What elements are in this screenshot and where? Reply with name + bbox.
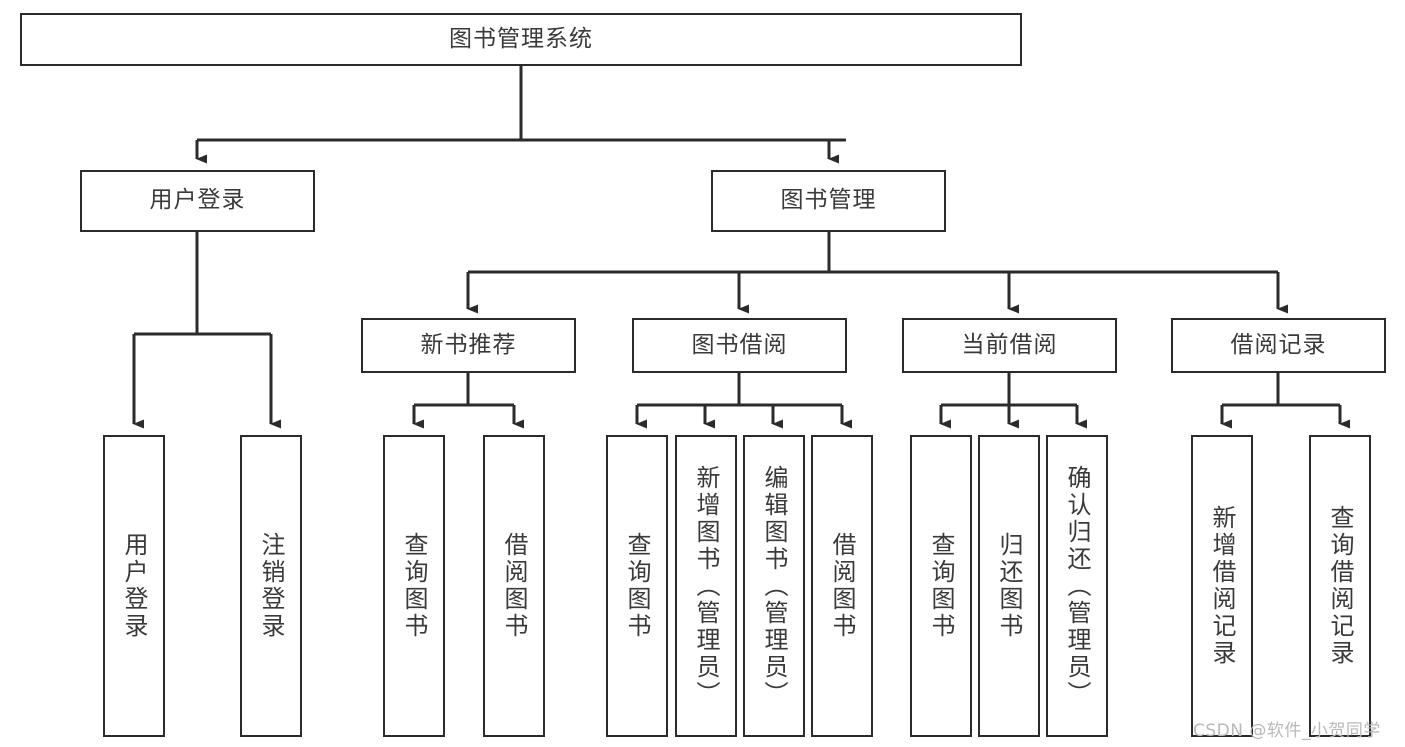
node-label: 新书推荐 (420, 331, 517, 358)
node-label: 图书管理 (780, 187, 877, 214)
edges-newbook-to-leaves (412, 373, 524, 429)
node-label: 用户登录 (149, 187, 246, 214)
node-label: 查询借阅记录 (1326, 505, 1354, 667)
node-book-manage[interactable]: 图书管理 (711, 170, 946, 232)
edges-bookmanage-to-level3 (466, 232, 1288, 314)
node-user-login[interactable]: 用户登录 (80, 170, 315, 232)
node-label: 当前借阅 (961, 331, 1058, 358)
leaf-borrow-book-2[interactable]: 借阅图书 (811, 435, 873, 737)
node-label: 用户登录 (120, 532, 148, 640)
leaf-query-book-2[interactable]: 查询图书 (606, 435, 668, 737)
leaf-logout-login[interactable]: 注销登录 (240, 435, 302, 737)
node-label: 编辑图书（管理员） (760, 464, 788, 708)
node-label: 注销登录 (257, 532, 285, 640)
node-new-book-recommend[interactable]: 新书推荐 (361, 318, 576, 373)
node-label: 新增图书（管理员） (692, 464, 720, 708)
node-label: 新增借阅记录 (1208, 505, 1236, 667)
node-label: 图书管理系统 (449, 25, 593, 52)
node-label: 图书借阅 (691, 331, 788, 358)
node-book-borrow[interactable]: 图书借阅 (632, 318, 847, 373)
node-label: 查询图书 (623, 532, 651, 640)
edges-currentborrow-to-leaves (939, 373, 1087, 429)
leaf-add-record[interactable]: 新增借阅记录 (1191, 435, 1253, 737)
leaf-query-record[interactable]: 查询借阅记录 (1309, 435, 1371, 737)
leaf-confirm-return[interactable]: 确认归还（管理员） (1046, 435, 1108, 737)
node-root-system[interactable]: 图书管理系统 (20, 13, 1022, 66)
leaf-user-login[interactable]: 用户登录 (103, 435, 165, 737)
watermark-text: CSDN @软件_小贺同学 (1193, 721, 1381, 741)
edges-bookborrow-to-leaves (635, 373, 852, 429)
node-label: 借阅图书 (500, 532, 528, 640)
node-label: 查询图书 (927, 532, 955, 640)
node-borrow-record[interactable]: 借阅记录 (1171, 318, 1386, 373)
node-label: 借阅记录 (1230, 331, 1327, 358)
node-label: 归还图书 (995, 532, 1023, 640)
leaf-query-book-3[interactable]: 查询图书 (910, 435, 972, 737)
leaf-add-book[interactable]: 新增图书（管理员） (675, 435, 737, 737)
edges-userlogin-to-leaves (132, 232, 281, 429)
node-label: 确认归还（管理员） (1063, 464, 1091, 708)
node-current-borrow[interactable]: 当前借阅 (902, 318, 1117, 373)
node-label: 借阅图书 (828, 532, 856, 640)
node-label: 查询图书 (400, 532, 428, 640)
leaf-edit-book[interactable]: 编辑图书（管理员） (743, 435, 805, 737)
leaf-borrow-book-1[interactable]: 借阅图书 (483, 435, 545, 737)
leaf-return-book[interactable]: 归还图书 (978, 435, 1040, 737)
edges-root-to-level2 (195, 66, 846, 164)
edges-borrowrecord-to-leaves (1220, 373, 1350, 429)
leaf-query-book-1[interactable]: 查询图书 (383, 435, 445, 737)
